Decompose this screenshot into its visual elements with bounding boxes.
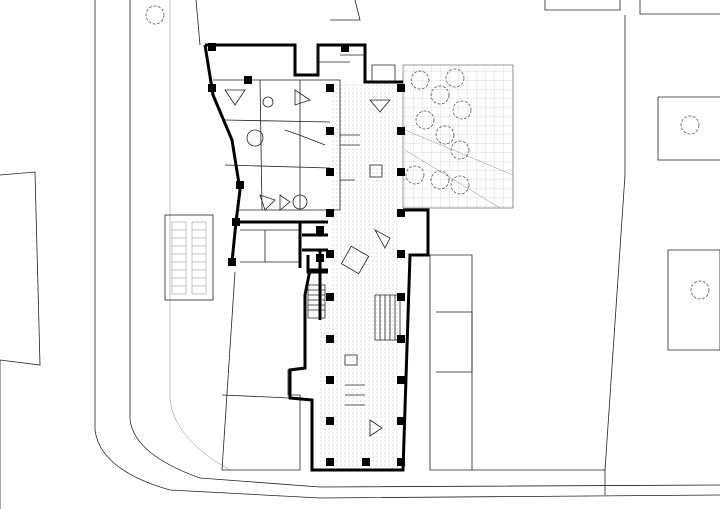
tree (690, 280, 710, 300)
column (397, 293, 405, 301)
trees (145, 5, 710, 300)
column (232, 218, 240, 226)
tree (680, 115, 700, 135)
tree (435, 125, 455, 145)
column (208, 43, 216, 51)
column (326, 250, 334, 258)
column (326, 458, 334, 466)
column (326, 168, 334, 176)
tree (145, 5, 165, 25)
exterior-stair (164, 214, 214, 301)
column (397, 209, 405, 217)
column (397, 127, 405, 135)
column (397, 335, 405, 343)
tree (452, 100, 472, 120)
column (316, 226, 324, 234)
column (326, 417, 334, 425)
column (326, 376, 334, 384)
column (236, 181, 244, 189)
tree (415, 110, 435, 130)
column (397, 84, 405, 92)
column (326, 209, 334, 217)
column (208, 84, 216, 92)
column (341, 44, 349, 52)
interior-floor (318, 82, 400, 470)
tree (450, 140, 470, 160)
column (397, 250, 405, 258)
column (362, 458, 370, 466)
column (397, 458, 405, 466)
column (326, 84, 334, 92)
tree (430, 170, 450, 190)
column (326, 335, 334, 343)
tree (405, 165, 425, 185)
tree (430, 85, 450, 105)
column (316, 254, 324, 262)
column (326, 293, 334, 301)
column (397, 168, 405, 176)
column (244, 76, 252, 84)
street-edges (94, 0, 720, 499)
furniture (224, 89, 391, 437)
tree (450, 175, 470, 195)
column (397, 376, 405, 384)
column (397, 417, 405, 425)
structural-columns (208, 43, 405, 466)
tree (410, 70, 430, 90)
courtyard-garden (402, 64, 514, 209)
column (326, 127, 334, 135)
tree (445, 68, 465, 88)
column (228, 258, 236, 266)
